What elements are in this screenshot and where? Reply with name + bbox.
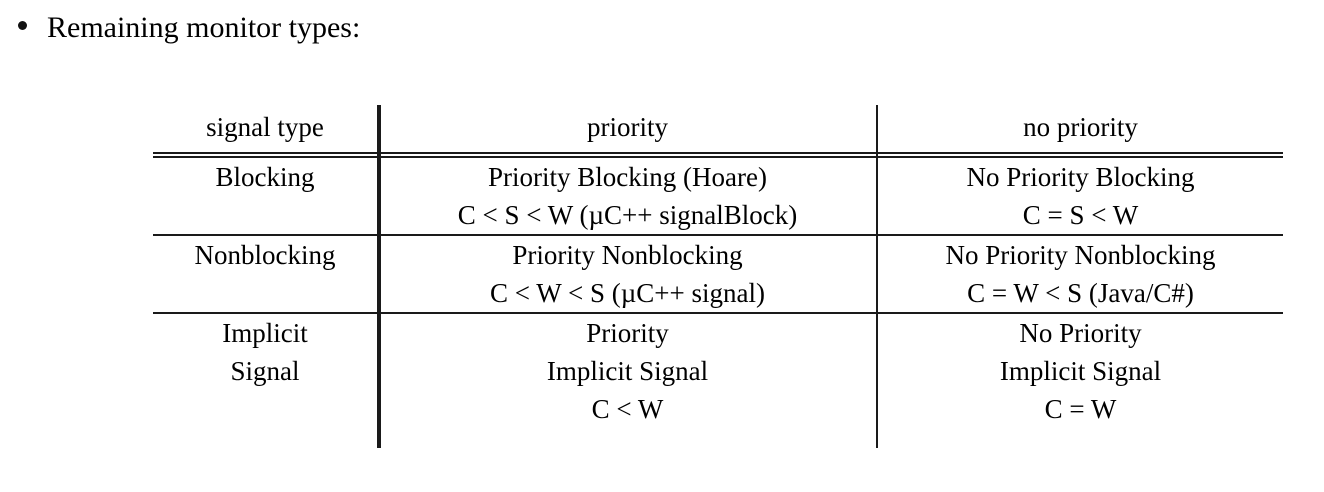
table-row: Implicit Signal Priority Implicit Signal… <box>153 314 1283 428</box>
cell-priority-implicit-signal: Priority Implicit Signal C < W <box>377 314 877 428</box>
column-header-signal-type: signal type <box>206 112 324 142</box>
bullet-line: Remaining monitor types: <box>18 10 360 46</box>
table-row: Blocking Priority Blocking (Hoare) C < S… <box>153 158 1283 234</box>
row-rule-segment-1 <box>153 312 378 314</box>
spacer-segment-1 <box>153 428 378 448</box>
header-rule-segment-3 <box>876 152 1283 158</box>
monitor-types-table-wrapper: signal type priority no priority Blockin… <box>153 105 1283 448</box>
bullet-text: Remaining monitor types: <box>47 11 361 44</box>
table-bottom-spacer <box>153 428 1283 448</box>
header-double-rule <box>153 152 1283 158</box>
header-rule-segment-2 <box>377 152 877 158</box>
spacer-segment-3 <box>876 428 1283 448</box>
table-header-row: signal type priority no priority <box>153 105 1283 152</box>
row-rule-segment-2 <box>377 312 877 314</box>
cell-priority-blocking: Priority Blocking (Hoare) C < S < W (µC+… <box>377 158 877 234</box>
cell-signal-type-implicit-signal: Implicit Signal <box>222 318 308 386</box>
row-rule-segment-3 <box>876 234 1283 236</box>
column-header-priority: priority <box>377 105 877 152</box>
row-rule-segment-3 <box>876 312 1283 314</box>
cell-no-priority-implicit-signal: No Priority Implicit Signal C = W <box>876 314 1283 428</box>
table-row: Nonblocking Priority Nonblocking C < W <… <box>153 236 1283 312</box>
row-rule-1 <box>153 234 1283 236</box>
row-rule-2 <box>153 312 1283 314</box>
cell-no-priority-blocking: No Priority Blocking C = S < W <box>876 158 1283 234</box>
cell-signal-type-nonblocking: Nonblocking <box>194 240 336 270</box>
row-rule-segment-2 <box>377 234 877 236</box>
column-header-no-priority: no priority <box>876 105 1283 152</box>
cell-priority-nonblocking: Priority Nonblocking C < W < S (µC++ sig… <box>377 236 877 312</box>
bullet-dot-icon <box>18 21 27 30</box>
header-rule-segment-1 <box>153 152 378 158</box>
monitor-types-table: signal type priority no priority Blockin… <box>153 105 1283 448</box>
cell-no-priority-nonblocking: No Priority Nonblocking C = W < S (Java/… <box>876 236 1283 312</box>
row-rule-segment-1 <box>153 234 378 236</box>
spacer-segment-2 <box>377 428 877 448</box>
cell-signal-type-blocking: Blocking <box>215 162 315 192</box>
